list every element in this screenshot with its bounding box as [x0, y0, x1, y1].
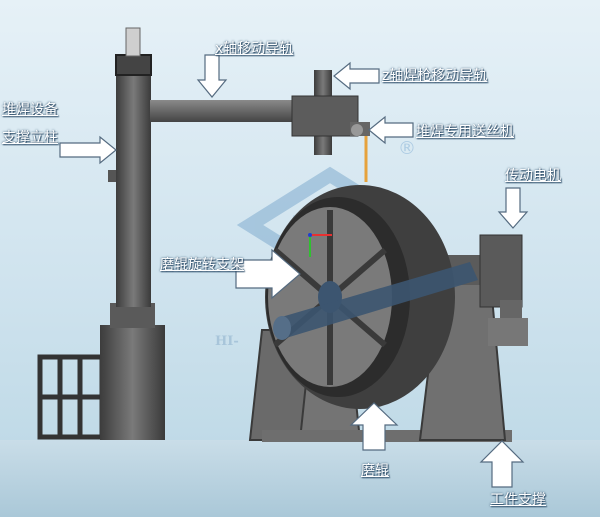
- label-grinding-roller: 磨辊: [361, 463, 389, 479]
- label-workpiece-support: 工件支撑: [490, 492, 546, 508]
- roller-shaft: [273, 262, 478, 340]
- grinding-roller: [265, 185, 455, 409]
- arrow-x-axis-rail: [196, 54, 228, 98]
- arrow-drive-motor: [497, 187, 529, 229]
- label-z-axis-rail: z轴焊枪移动导轨: [382, 68, 488, 84]
- arrow-wire-feeder: [368, 115, 414, 145]
- label-welding-equipment: 堆焊设备: [2, 102, 58, 118]
- support-column: [37, 27, 340, 440]
- label-drive-motor: 传动电机: [505, 168, 561, 184]
- z-axis-carriage: [291, 70, 370, 182]
- arrow-roller-support: [235, 248, 301, 300]
- registered-mark: ®: [398, 138, 416, 159]
- label-x-axis-rail: x轴移动导轨: [215, 41, 294, 57]
- label-roller-support: 磨辊旋转支架: [160, 257, 244, 273]
- label-support-column: 支撑立柱: [2, 130, 58, 146]
- label-wire-feeder: 堆焊专用送丝机: [416, 124, 514, 140]
- watermark-company: HI-: [215, 334, 239, 349]
- arrow-support-column: [59, 135, 117, 165]
- arrow-workpiece-support: [479, 440, 525, 488]
- arrow-z-axis-rail: [333, 61, 380, 91]
- arrow-grinding-roller: [349, 402, 399, 451]
